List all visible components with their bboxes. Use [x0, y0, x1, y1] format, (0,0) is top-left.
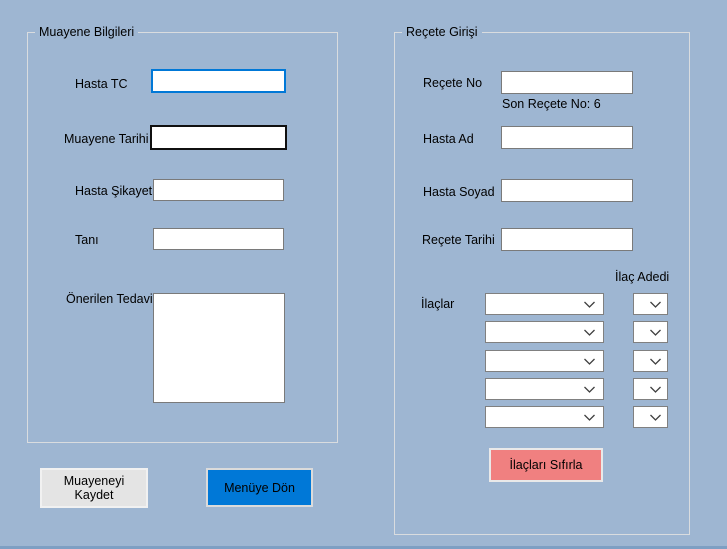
hasta-sikayeti-input[interactable]	[153, 179, 284, 201]
recete-groupbox-title: Reçete Girişi	[402, 24, 482, 41]
recete-tarihi-label: Reçete Tarihi	[422, 233, 495, 247]
onerilen-tedavi-textarea[interactable]	[153, 293, 285, 403]
onerilen-tedavi-label: Önerilen Tedavi	[66, 292, 153, 306]
muayene-tarihi-label: Muayene Tarihi	[64, 132, 149, 146]
muayene-groupbox-title: Muayene Bilgileri	[35, 24, 139, 41]
hasta-sikayeti-label: Hasta Şikayeti	[75, 184, 155, 198]
recete-no-input[interactable]	[501, 71, 633, 94]
chevron-down-icon	[650, 414, 661, 421]
ilaclar-label: İlaçlar	[421, 297, 455, 311]
recete-girisi-groupbox: Reçete Girişi Reçete No Son Reçete No: 6…	[394, 24, 690, 535]
hasta-ad-input[interactable]	[501, 126, 633, 149]
recete-tarihi-input[interactable]	[501, 228, 633, 251]
window-bottom-edge	[0, 546, 727, 549]
drug-count-select[interactable]	[633, 406, 668, 428]
save-examination-button[interactable]: Muayeneyi Kaydet	[40, 468, 148, 508]
tani-label: Tanı	[75, 233, 99, 247]
chevron-down-icon	[650, 358, 661, 365]
chevron-down-icon	[650, 386, 661, 393]
ilac-adedi-label: İlaç Adedi	[615, 270, 670, 284]
son-recete-no-label: Son Reçete No: 6	[502, 97, 601, 111]
drug-select[interactable]	[485, 321, 604, 343]
drug-select[interactable]	[485, 350, 604, 372]
muayene-bilgileri-groupbox: Muayene Bilgileri Hasta TC Muayene Tarih…	[27, 24, 338, 443]
chevron-down-icon	[650, 301, 661, 308]
hasta-soyad-label: Hasta Soyad	[423, 185, 495, 199]
drug-count-select[interactable]	[633, 293, 668, 315]
return-to-menu-button[interactable]: Menüye Dön	[206, 468, 313, 507]
hasta-soyad-input[interactable]	[501, 179, 633, 202]
drug-select[interactable]	[485, 378, 604, 400]
hasta-tc-label: Hasta TC	[75, 77, 128, 91]
drug-count-select[interactable]	[633, 350, 668, 372]
recete-no-label: Reçete No	[423, 76, 483, 90]
drug-count-select[interactable]	[633, 378, 668, 400]
drug-count-select[interactable]	[633, 321, 668, 343]
chevron-down-icon	[584, 386, 595, 393]
tani-input[interactable]	[153, 228, 284, 250]
chevron-down-icon	[584, 329, 595, 336]
chevron-down-icon	[584, 301, 595, 308]
chevron-down-icon	[650, 329, 661, 336]
muayene-tarihi-input[interactable]	[150, 125, 287, 150]
chevron-down-icon	[584, 358, 595, 365]
drug-rows-container	[395, 33, 689, 534]
hasta-ad-label: Hasta Ad	[423, 132, 474, 146]
drug-select[interactable]	[485, 406, 604, 428]
hasta-tc-input[interactable]	[151, 69, 286, 93]
reset-drugs-button[interactable]: İlaçları Sıfırla	[489, 448, 603, 482]
chevron-down-icon	[584, 414, 595, 421]
drug-select[interactable]	[485, 293, 604, 315]
